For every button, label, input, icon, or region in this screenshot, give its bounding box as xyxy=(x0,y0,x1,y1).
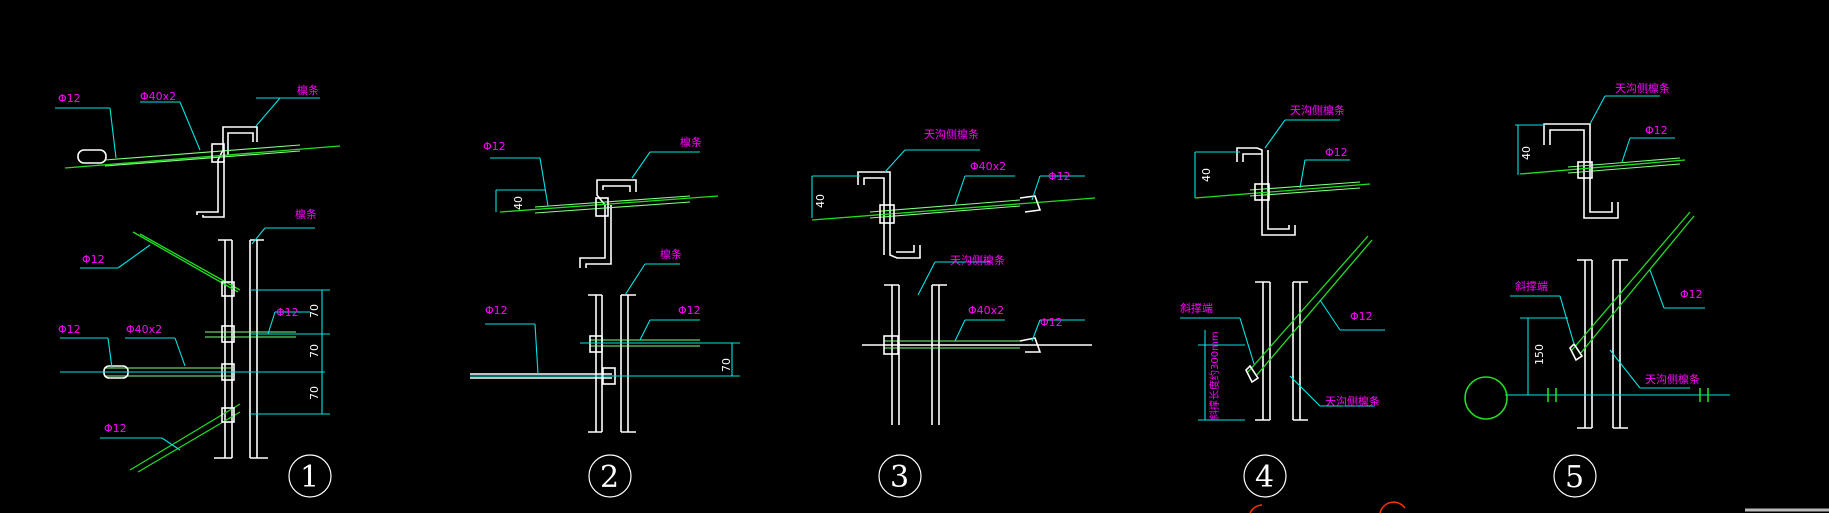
edge-fragments xyxy=(1249,501,1829,513)
detail-2-purlin-bottom-label: 檩条 xyxy=(660,247,682,261)
detail-5-brace-label: 斜撑端 xyxy=(1515,279,1548,293)
detail-3-purlin-bottom-label: 天沟侧檩条 xyxy=(950,253,1005,267)
detail-4-rod-top-label: Φ12 xyxy=(1325,146,1348,159)
detail-3-tube-top-label: Φ40x2 xyxy=(970,160,1006,173)
detail-1-dim-2: 70 xyxy=(308,344,321,358)
detail-5-top-view: 天沟侧檩条 Φ12 40 xyxy=(1515,81,1686,219)
detail-1-purlin-top-label: 檩条 xyxy=(297,83,319,97)
detail-1-rod-upper-label: Φ12 xyxy=(82,253,105,266)
detail-2-number: 2 xyxy=(600,460,619,495)
detail-5-dim-bottom: 150 xyxy=(1533,344,1546,365)
detail-4-vertical-note: 斜撑长度约300mm xyxy=(1208,331,1221,420)
detail-1-number: 1 xyxy=(300,460,319,495)
detail-4-rod-bottom-label: Φ12 xyxy=(1350,310,1373,323)
detail-1-rod-left-label: Φ12 xyxy=(58,323,81,336)
detail-5-purlin-top-label: 天沟侧檩条 xyxy=(1615,81,1670,95)
detail-1-purlin-bottom-label: 檩条 xyxy=(295,207,317,221)
detail-2-top-view: Φ12 檩条 40 xyxy=(483,135,719,268)
detail-1-tube-mid-label: Φ40x2 xyxy=(126,323,162,336)
detail-2-dim-top: 40 xyxy=(512,196,525,210)
detail-3-purlin-top-label: 天沟侧檩条 xyxy=(924,127,979,141)
detail-4-top-view: 天沟侧檩条 Φ12 40 xyxy=(1194,103,1371,236)
detail-3-top-view: 天沟侧檩条 Φ40x2 Φ12 40 xyxy=(811,127,1096,259)
detail-4-brace-label: 斜撑端 xyxy=(1180,301,1213,315)
detail-5-rod-top-label: Φ12 xyxy=(1645,124,1668,137)
detail-4-elevation-view: 斜撑端 Φ12 天沟侧檩条 斜撑长度约300mm xyxy=(1180,235,1385,421)
detail-4-purlin-bottom-label: 天沟侧檩条 xyxy=(1325,394,1380,408)
detail-5-elevation-view: 斜撑端 Φ12 天沟侧檩条 150 xyxy=(1464,211,1730,429)
detail-1-top-view: Φ12 Φ40x2 檩条 xyxy=(55,83,341,218)
detail-3-rod-top-label: Φ12 xyxy=(1048,170,1071,183)
detail-5: 天沟侧檩条 Φ12 40 xyxy=(1464,81,1730,498)
detail-4-dim-top: 40 xyxy=(1200,168,1213,182)
detail-1-dim-3: 70 xyxy=(308,386,321,400)
detail-5-number: 5 xyxy=(1565,460,1584,495)
detail-1-tube-top-label: Φ40x2 xyxy=(140,90,176,103)
detail-3-elevation-view: 天沟侧檩条 Φ40x2 Φ12 xyxy=(862,253,1092,425)
detail-5-purlin-bottom-label: 天沟侧檩条 xyxy=(1645,372,1700,386)
detail-1-rod-top-label: Φ12 xyxy=(58,92,81,105)
detail-5-dim-top: 40 xyxy=(1520,146,1533,160)
detail-3-dim-top: 40 xyxy=(814,194,827,208)
detail-5-rod-bottom-label: Φ12 xyxy=(1680,288,1703,301)
detail-2: Φ12 檩条 40 檩条 Φ12 xyxy=(470,135,740,498)
detail-1-elevation-view: 檩条 Φ12 Φ12 Φ12 Φ40x2 Φ12 70 70 70 xyxy=(58,207,330,473)
detail-4-number: 4 xyxy=(1255,460,1274,495)
detail-3-rod-bottom-label: Φ12 xyxy=(1040,316,1063,329)
detail-2-rod-bottom-right-label: Φ12 xyxy=(678,304,701,317)
detail-3-number: 3 xyxy=(890,460,909,495)
detail-4: 天沟侧檩条 Φ12 40 斜撑端 Φ12 天沟侧檩条 斜 xyxy=(1180,103,1385,498)
detail-2-elevation-view: 檩条 Φ12 Φ12 70 xyxy=(470,247,740,433)
detail-1-rod-mid-label: Φ12 xyxy=(276,306,299,319)
detail-2-dim-bottom: 70 xyxy=(720,358,733,372)
detail-1: Φ12 Φ40x2 檩条 xyxy=(55,83,341,498)
detail-2-rod-bottom-left-label: Φ12 xyxy=(485,304,508,317)
detail-4-purlin-top-label: 天沟侧檩条 xyxy=(1290,103,1345,117)
detail-3: 天沟侧檩条 Φ40x2 Φ12 40 天沟侧檩条 Φ40x2 Φ12 xyxy=(811,127,1096,498)
detail-1-rod-lower-label: Φ12 xyxy=(104,422,127,435)
detail-2-rod-top-label: Φ12 xyxy=(483,140,506,153)
detail-1-dim-1: 70 xyxy=(308,304,321,318)
detail-3-tube-bottom-label: Φ40x2 xyxy=(968,304,1004,317)
detail-2-purlin-top-label: 檩条 xyxy=(680,135,702,149)
